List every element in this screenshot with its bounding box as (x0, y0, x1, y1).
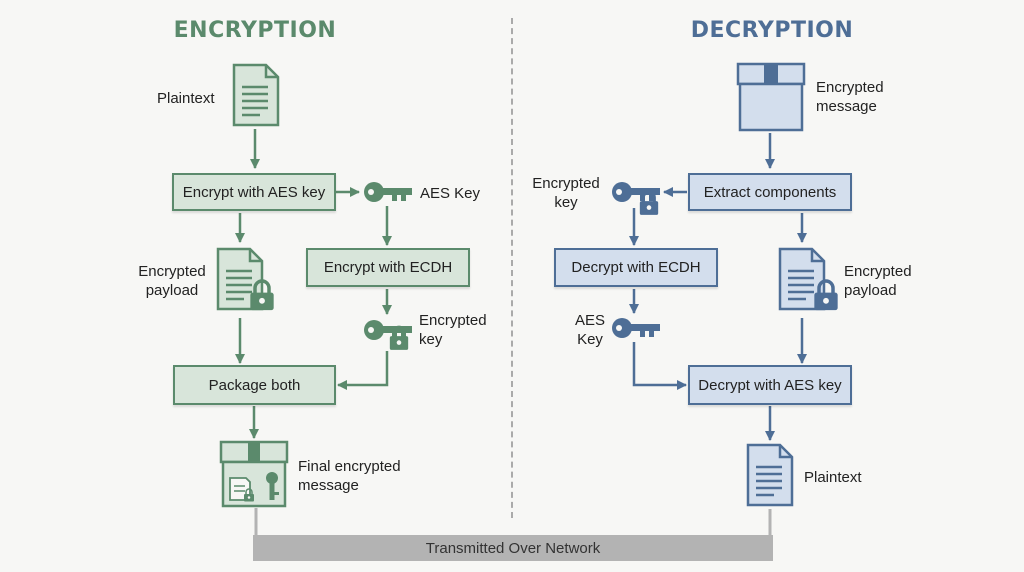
encrypted-payload-label-decrypt: Encrypted payload (844, 263, 912, 299)
aes-key-label-decrypt: AES Key (574, 312, 605, 348)
encrypted-key-label: Encrypted key (419, 312, 487, 348)
encrypted-key-icon-decrypt (612, 182, 660, 215)
final-encrypted-message-label: Final encrypted message (298, 458, 401, 494)
decryption-connectors (629, 133, 807, 441)
encrypt-with-ecdh-step: Encrypt with ECDH (306, 248, 470, 287)
encryption-title: ENCRYPTION (173, 18, 337, 43)
encrypted-key-label-decrypt: Encrypted key (532, 175, 600, 211)
decrypt-with-aes-key-step: Decrypt with AES key (688, 365, 852, 405)
encryption-connectors (235, 129, 392, 439)
network-connectors (254, 508, 772, 536)
aes-key-icon (364, 182, 412, 202)
network-label: Transmitted Over Network (425, 539, 601, 557)
plaintext-label-decrypt: Plaintext (804, 469, 862, 486)
decryption-title: DECRYPTION (690, 18, 854, 43)
encrypt-with-aes-key-step: Encrypt with AES key (172, 173, 336, 211)
extract-components-step: Extract components (688, 173, 852, 211)
plaintext-document-icon (234, 65, 278, 125)
final-package-icon (219, 440, 289, 508)
encrypted-payload-label: Encrypted payload (138, 263, 206, 299)
aes-key-label: AES Key (420, 185, 481, 202)
encrypted-key-icon (364, 320, 412, 350)
plaintext-label: Plaintext (157, 90, 215, 107)
encrypted-payload-document-icon-decrypt (780, 249, 838, 311)
package-both-step: Package both (173, 365, 336, 405)
decrypt-with-ecdh-step: Decrypt with ECDH (554, 248, 718, 287)
section-divider (511, 18, 513, 518)
encrypted-message-package-icon (736, 62, 806, 132)
encrypted-payload-document-icon (218, 249, 274, 311)
encrypted-message-label: Encrypted message (816, 79, 884, 115)
aes-key-icon-decrypt (612, 318, 660, 338)
network-transmission-bar: Transmitted Over Network (253, 535, 773, 561)
plaintext-document-icon-decrypt (748, 445, 792, 505)
